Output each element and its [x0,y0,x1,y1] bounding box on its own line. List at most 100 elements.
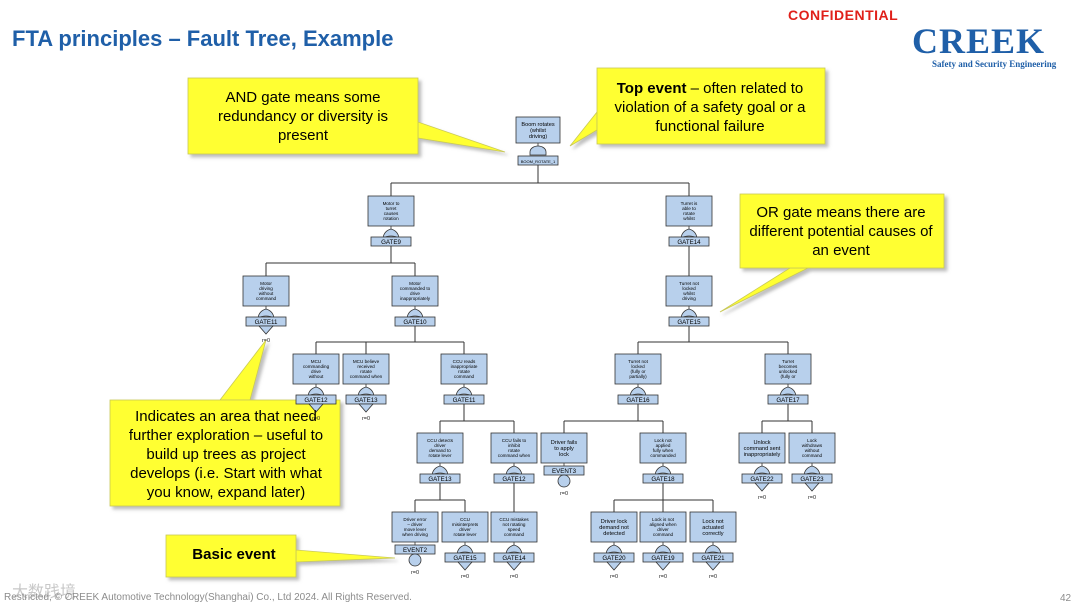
event-box [639,511,687,543]
transfer-triangle [705,561,721,571]
event-label: driver [657,527,669,532]
event-box [665,195,713,227]
gate-id-label: GATE19 [651,555,675,562]
or-gate-symbol [505,544,523,555]
transfer-triangle [655,561,671,571]
basic-event-callout-balloon [165,534,396,578]
or-gate-symbol [307,386,325,397]
event-label: able to [682,206,696,211]
or-gate-symbol [505,465,523,476]
event-label: move lever [404,527,427,532]
event-label: command [504,532,525,537]
event-box [391,511,439,543]
probability-label: r=0 [411,570,419,576]
gate-id-box [668,316,710,327]
event-label: locked [682,286,696,291]
event-label: command [802,453,823,458]
gate-id-label: GATE22 [750,476,774,483]
or-gate-symbol [803,465,821,476]
top-event-bold: Top event [616,80,687,97]
gate-id-label: GATE13 [354,397,378,404]
or-gate-symbol [455,386,473,397]
event-label: command sent [744,446,781,452]
gate-id-box [617,394,659,405]
gate-id-label: GATE11 [255,319,278,326]
or-gate-symbol [654,465,672,476]
or-gate-symbol [704,544,722,555]
or-gate-symbol [357,386,375,397]
event-box [441,511,489,543]
page-number: 42 [1060,593,1072,604]
event-label: command [454,374,475,379]
event-label: Lock not [654,438,672,443]
or-gate-symbol [629,386,647,397]
gate-id-label: EVENT2 [403,547,428,554]
or-gate-symbol [654,544,672,555]
event-box [367,195,415,227]
transfer-triangle [804,482,820,492]
and-gate-callout-balloon [187,77,506,155]
gate-id-label: GATE18 [651,476,675,483]
gate-id-box [370,236,412,247]
event-label: becomes [779,364,798,369]
event-box [242,275,290,307]
page-title: FTA principles – Fault Tree, Example [12,26,394,51]
event-box [639,432,687,464]
or-gate-symbol [779,386,797,397]
transfer-triangle [457,561,473,571]
event-label: turret [386,206,397,211]
event-label: inhibit [508,443,521,448]
logo-tagline: Safety and Security Engineering [932,59,1057,69]
event-label: unlocked [779,369,798,374]
event-label: – driver [407,522,423,527]
event-box [788,432,836,464]
event-label: driving) [529,134,547,140]
explore-callout-balloon [109,339,341,507]
gate-id-label: GATE11 [453,397,476,404]
event-label: causes [384,211,399,216]
event-label: fully when [653,448,674,453]
probability-label: r=0 [758,495,766,501]
top-event-callout-balloon [569,67,826,147]
transfer-triangle [606,561,622,571]
event-label: actuated [702,525,723,531]
event-label: withdraws [802,443,823,448]
gate-id-label: GATE10 [403,319,427,326]
top-event-desc: – often related to violation of a safety… [614,80,806,135]
event-label: rotate lever [429,453,452,458]
event-label: drive [410,291,420,296]
or-gate-symbol [257,308,275,319]
gate-id-label: GATE14 [677,239,701,246]
event-label: (fully or [630,369,646,374]
event-box [391,275,439,307]
event-label: command [653,532,674,537]
probability-label: r=0 [709,574,717,580]
event-label: partially) [629,374,647,379]
event-label: CCU [460,517,470,522]
event-label: inappropriately [400,296,431,301]
event-label: Turret not [679,281,699,286]
event-label: CCU fails to [502,438,527,443]
gate-id-label: GATE16 [626,397,650,404]
event-label: command when [498,453,531,458]
creek-logo: CREEK Safety and Security Engineering [912,20,1062,72]
event-label: CCU mistakes [499,517,529,522]
event-box [540,432,588,464]
or-gate-symbol [680,308,698,319]
or-gate-symbol [406,308,424,319]
gate-id-box [668,236,710,247]
event-label: commanding [303,364,330,369]
gate-id-label: GATE21 [701,555,725,562]
gate-id-label: GATE15 [453,555,477,562]
event-label: received [357,364,375,369]
